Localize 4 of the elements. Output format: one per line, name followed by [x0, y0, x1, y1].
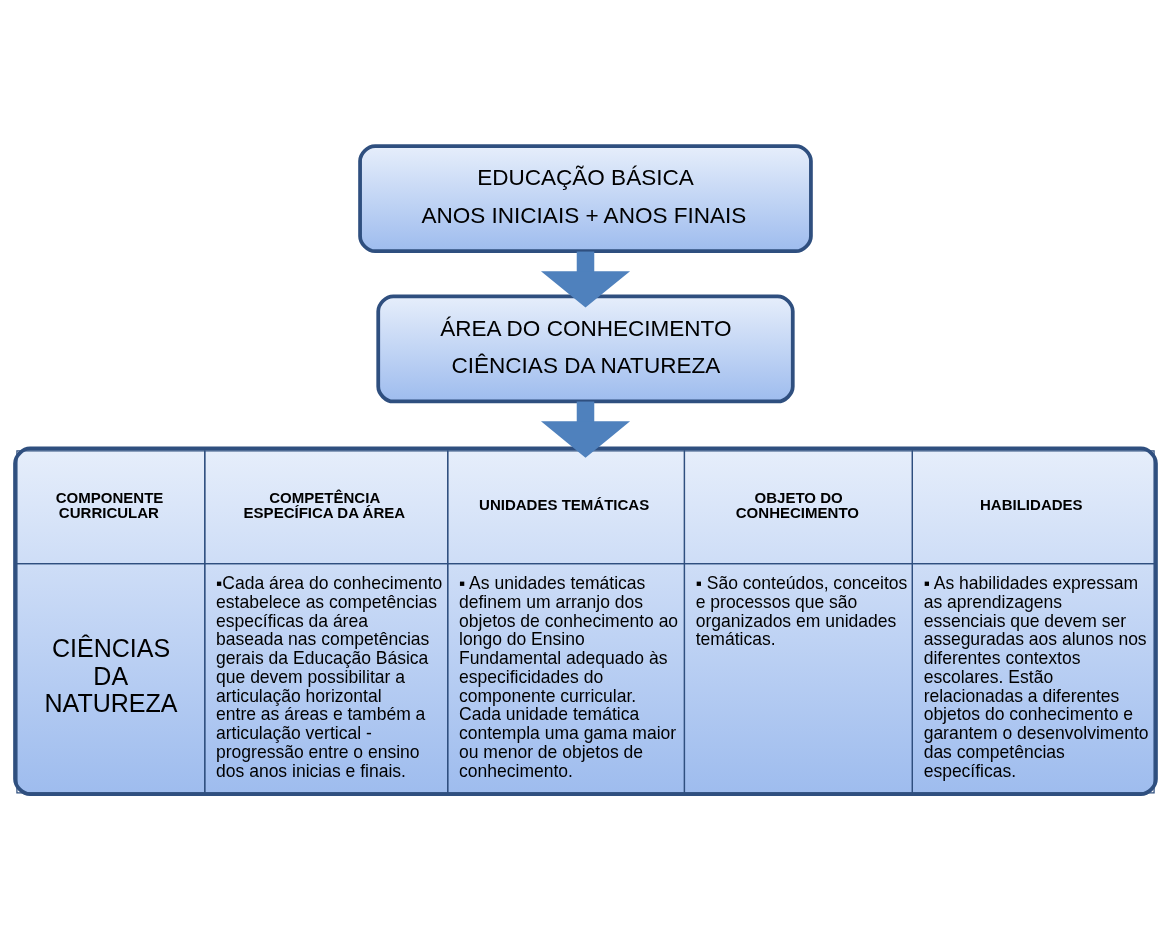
arrow — [540, 251, 631, 308]
node-box: EDUCAÇÃO BÁSICA ANOS INICIAIS + ANOS FINAIS — [358, 144, 813, 254]
arrow — [540, 401, 631, 458]
node-box: ÁREA DO CONHECIMENTO CIÊNCIAS DA NATUREZA — [376, 294, 795, 404]
